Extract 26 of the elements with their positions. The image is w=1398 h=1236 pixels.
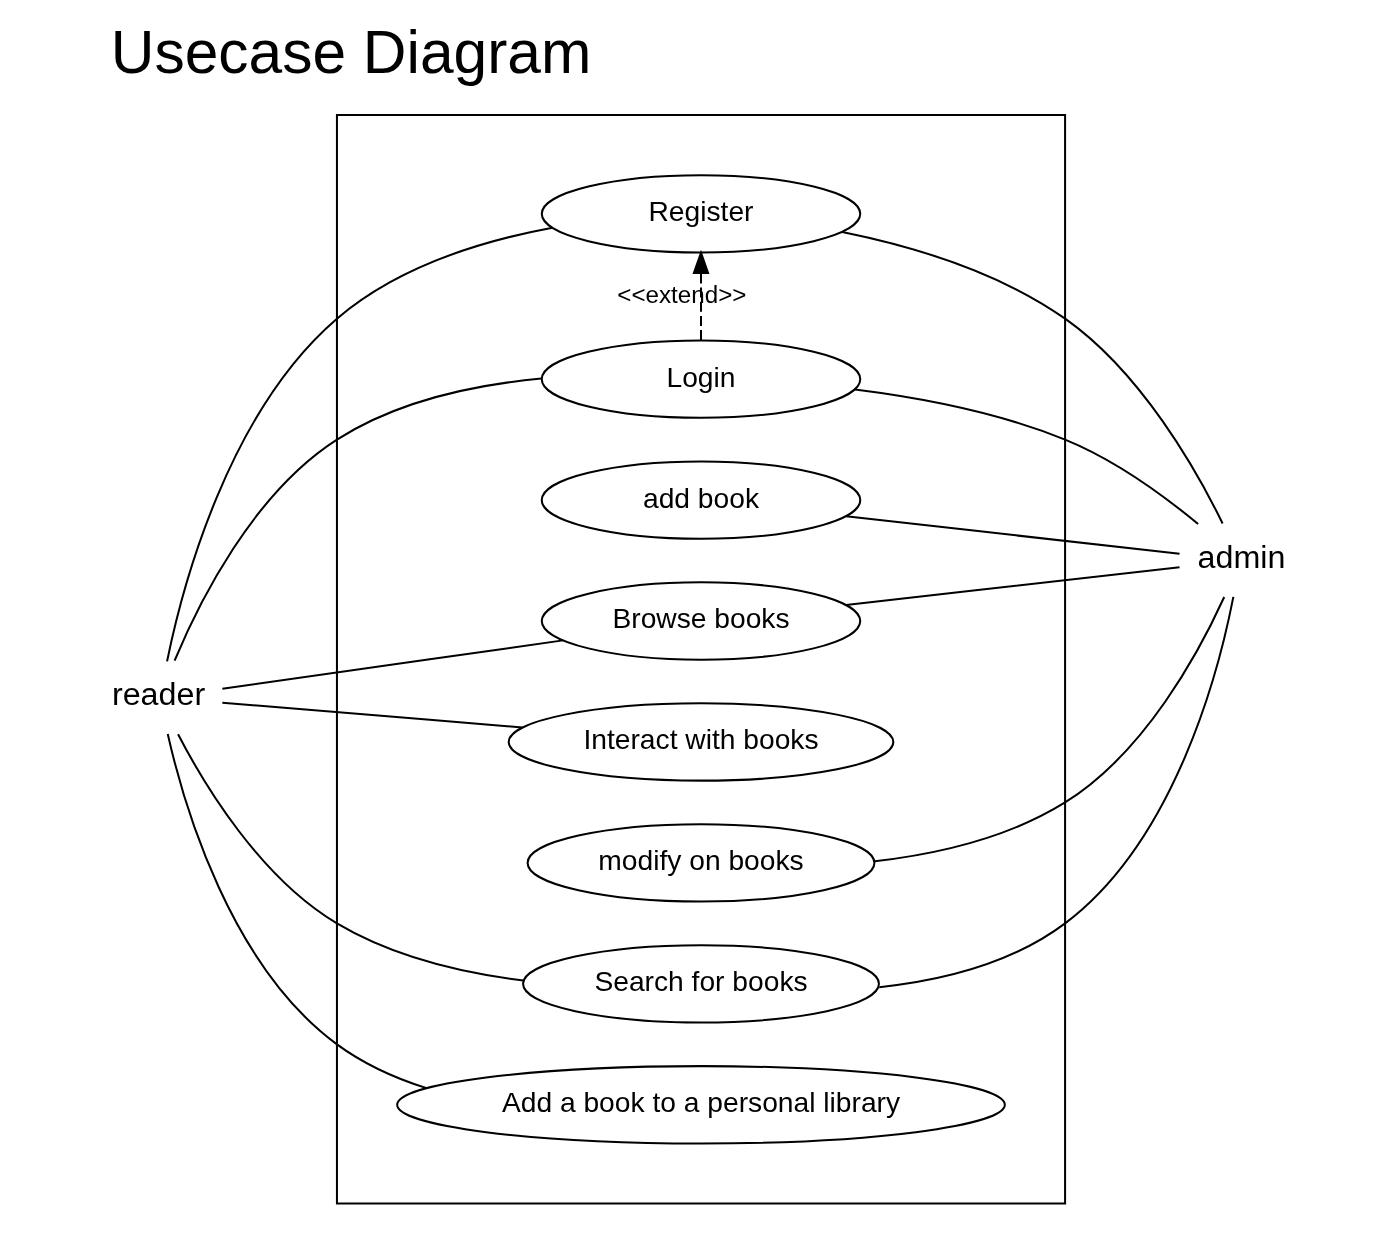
connector <box>879 596 1235 989</box>
node-ellipse: Interact with books <box>507 702 895 782</box>
cluster <box>335 114 1067 1205</box>
node-ellipse: Browse books <box>540 581 862 661</box>
connector <box>222 639 564 690</box>
connector <box>166 226 553 662</box>
node-ellipse: add book <box>540 460 862 540</box>
connector <box>222 701 523 729</box>
connector <box>874 596 1226 863</box>
connector <box>854 388 1199 525</box>
connector <box>842 230 1224 524</box>
diagram-title: Usecase Diagram <box>110 17 592 86</box>
node-text: admin <box>1197 539 1286 576</box>
node-ellipse: Login <box>540 339 862 419</box>
node-ellipse: modify on books <box>526 823 876 903</box>
node-ellipse: Register <box>540 174 862 254</box>
arrow <box>692 249 710 340</box>
connector <box>177 733 524 982</box>
connector <box>845 515 1180 555</box>
node-ellipse: Add a book to a personal library <box>396 1065 1006 1145</box>
connector <box>173 377 542 662</box>
connector <box>845 566 1180 606</box>
node-text: reader <box>111 676 206 713</box>
node-ellipse: Search for books <box>522 944 880 1024</box>
connector <box>166 733 427 1090</box>
edge-label: <<extend>> <box>617 280 747 308</box>
